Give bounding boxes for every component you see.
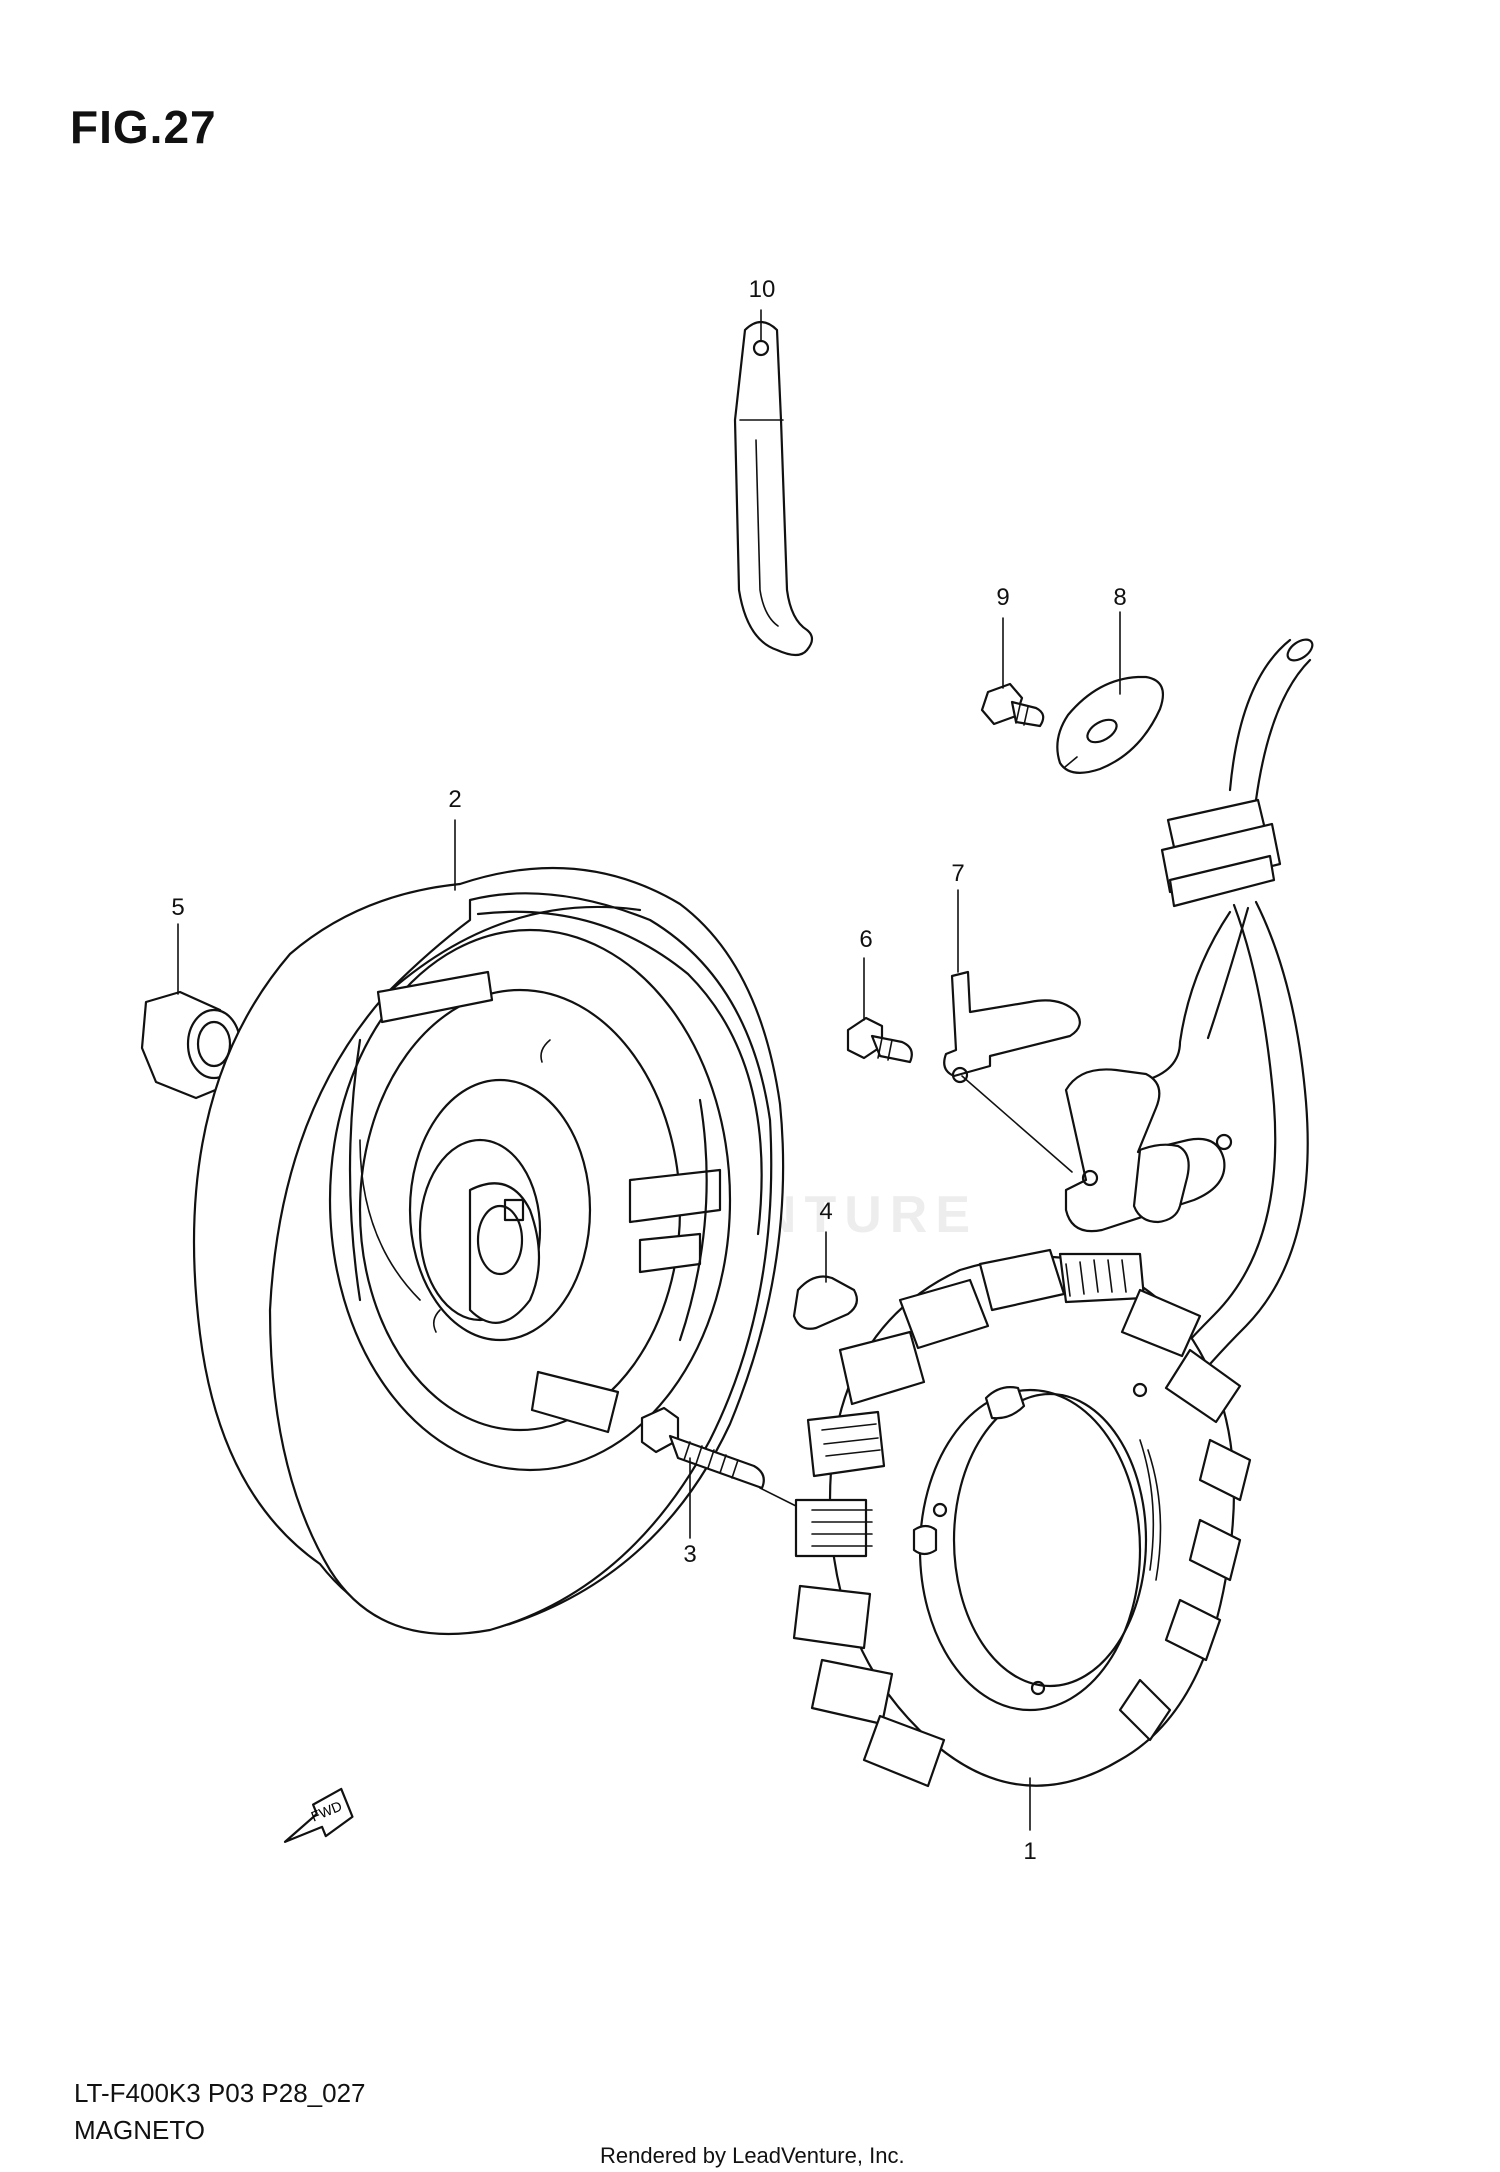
part-label-7[interactable]: 7 — [951, 860, 965, 887]
render-credit: Rendered by LeadVenture, Inc. — [600, 2143, 905, 2168]
part-4-key[interactable] — [792, 1275, 859, 1330]
section-name: MAGNETO — [74, 2115, 205, 2145]
part-label-6[interactable]: 6 — [859, 926, 873, 953]
part-label-4[interactable]: 4 — [819, 1198, 833, 1225]
part-6-screw[interactable] — [846, 1016, 913, 1064]
part-9-screw[interactable] — [980, 682, 1045, 728]
fwd-arrow: FWD — [283, 1787, 354, 1843]
part-7-bracket[interactable] — [943, 970, 1233, 1233]
figure-title: FIG.27 — [70, 101, 217, 153]
part-1-stator[interactable] — [792, 1248, 1252, 1788]
part-label-5[interactable]: 5 — [171, 894, 185, 921]
part-2-rotor[interactable] — [192, 866, 785, 1636]
part-label-3[interactable]: 3 — [683, 1541, 697, 1568]
part-label-9[interactable]: 9 — [996, 584, 1010, 611]
part-label-2[interactable]: 2 — [448, 786, 462, 813]
part-8-clamp[interactable] — [1056, 675, 1164, 774]
part-10-clamp[interactable] — [733, 320, 814, 657]
leader-lines — [177, 309, 1121, 1831]
part-label-1[interactable]: 1 — [1023, 1838, 1037, 1865]
part-3-bolt[interactable] — [640, 1406, 801, 1509]
part-label-10[interactable]: 10 — [748, 276, 776, 303]
part-label-8[interactable]: 8 — [1113, 584, 1127, 611]
model-code: LT-F400K3 P03 P28_027 — [74, 2078, 366, 2108]
